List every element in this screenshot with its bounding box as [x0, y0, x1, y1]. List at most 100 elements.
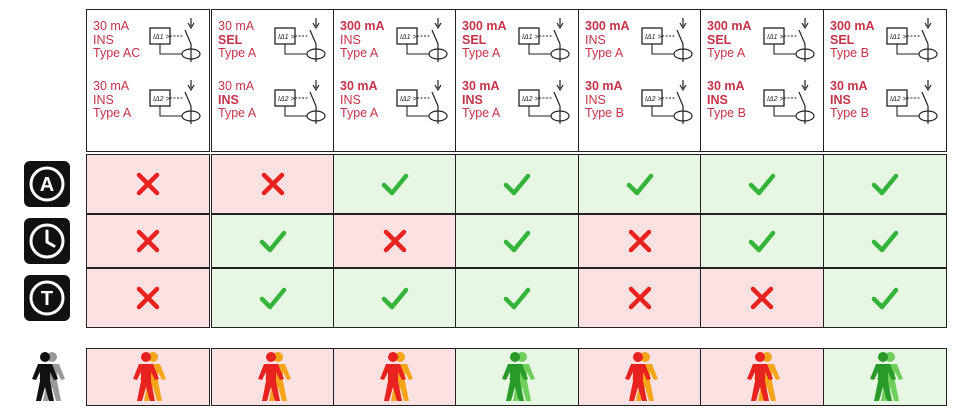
rcd-breaker-icon: IΔ2 > — [641, 80, 693, 124]
rcd-symbol: IΔ2 > — [761, 80, 817, 124]
rcd-breaker-icon: IΔ1 > — [641, 18, 693, 62]
rcd-breaker-icon: IΔ2 > — [518, 80, 570, 124]
unsafe-person-icon — [133, 352, 166, 401]
rcd-type: Type A — [462, 46, 501, 60]
person-icon — [32, 352, 65, 401]
trip-mode: SEL — [830, 32, 855, 47]
safe-person-icon — [870, 352, 903, 401]
trip-mode: SEL — [218, 32, 243, 47]
row-label: A — [10, 154, 84, 214]
svg-text:A: A — [40, 174, 54, 196]
letter-a-icon: A — [24, 161, 70, 207]
rcd-type: Type A — [585, 46, 624, 60]
rcd-type: Type A — [340, 46, 379, 60]
rated-current: 300 mA — [585, 19, 630, 33]
rated-current: 30 mA — [218, 19, 255, 33]
rcd-type: Type B — [830, 106, 869, 120]
person-cell — [455, 348, 579, 406]
trip-mode: INS — [93, 92, 114, 107]
svg-text:IΔ1 >: IΔ1 > — [890, 34, 907, 41]
check-icon — [503, 230, 531, 253]
rcd-type: Type B — [707, 106, 746, 120]
rcd-breaker-icon: IΔ2 > — [149, 80, 201, 124]
result-cell — [86, 154, 210, 214]
rated-current: 30 mA — [93, 79, 130, 93]
result-cell — [578, 214, 702, 268]
check-icon — [748, 230, 776, 253]
rcd-breaker-icon: IΔ2 > — [274, 80, 326, 124]
svg-text:T: T — [41, 288, 53, 310]
unsafe-person-icon — [747, 352, 780, 401]
result-cell — [211, 214, 335, 268]
rcd-type: Type AC — [93, 46, 141, 60]
check-icon — [871, 287, 899, 310]
svg-text:IΔ1 >: IΔ1 > — [400, 34, 417, 41]
check-icon — [503, 173, 531, 196]
rcd-symbol: IΔ2 > — [147, 80, 203, 124]
svg-text:IΔ1 >: IΔ1 > — [767, 34, 784, 41]
cross-icon — [136, 172, 160, 196]
rcd-type: Type B — [830, 46, 869, 60]
rcd-symbol: IΔ2 > — [394, 80, 450, 124]
rated-current: 30 mA — [462, 79, 500, 93]
rcd-breaker-icon: IΔ1 > — [396, 18, 448, 62]
trip-mode: INS — [340, 92, 361, 107]
trip-mode: INS — [340, 32, 361, 47]
svg-text:IΔ1 >: IΔ1 > — [153, 34, 170, 41]
trip-mode: INS — [585, 92, 606, 107]
rated-current: 300 mA — [830, 19, 875, 33]
rcd-symbol: IΔ1 > — [884, 18, 940, 62]
person-cell — [823, 348, 947, 406]
result-cell — [578, 268, 702, 328]
rcd-type: Type A — [707, 46, 746, 60]
check-icon — [503, 287, 531, 310]
person-row-label — [10, 348, 84, 406]
rcd-breaker-icon: IΔ2 > — [396, 80, 448, 124]
result-cell — [823, 154, 947, 214]
cross-icon — [383, 229, 407, 253]
result-cell — [455, 214, 579, 268]
row-label — [10, 214, 84, 268]
check-icon — [259, 230, 287, 253]
rcd-breaker-icon: IΔ1 > — [763, 18, 815, 62]
person-cell — [211, 348, 335, 406]
result-cell — [86, 268, 210, 328]
trip-mode: INS — [830, 92, 851, 107]
rated-current: 30 mA — [830, 79, 868, 93]
rated-current: 30 mA — [340, 79, 378, 93]
rcd-symbol: IΔ1 > — [639, 18, 695, 62]
cross-icon — [628, 229, 652, 253]
letter-t-icon: T — [24, 275, 70, 321]
rcd-type: Type A — [218, 106, 257, 120]
rated-current: 30 mA — [585, 79, 623, 93]
trip-mode: INS — [218, 92, 239, 107]
cross-icon — [136, 286, 160, 310]
rcd-breaker-icon: IΔ1 > — [149, 18, 201, 62]
result-cell — [455, 154, 579, 214]
rcd-symbol: IΔ2 > — [884, 80, 940, 124]
rcd-type: Type A — [340, 106, 379, 120]
result-cell — [700, 214, 824, 268]
check-icon — [871, 230, 899, 253]
rcd-breaker-icon: IΔ2 > — [886, 80, 938, 124]
person-cell — [700, 348, 824, 406]
svg-text:IΔ2 >: IΔ2 > — [153, 96, 170, 103]
rcd-symbol: IΔ2 > — [639, 80, 695, 124]
cross-icon — [136, 229, 160, 253]
check-icon — [626, 173, 654, 196]
check-icon — [381, 173, 409, 196]
trip-mode: INS — [707, 92, 728, 107]
clock-icon — [24, 218, 70, 264]
